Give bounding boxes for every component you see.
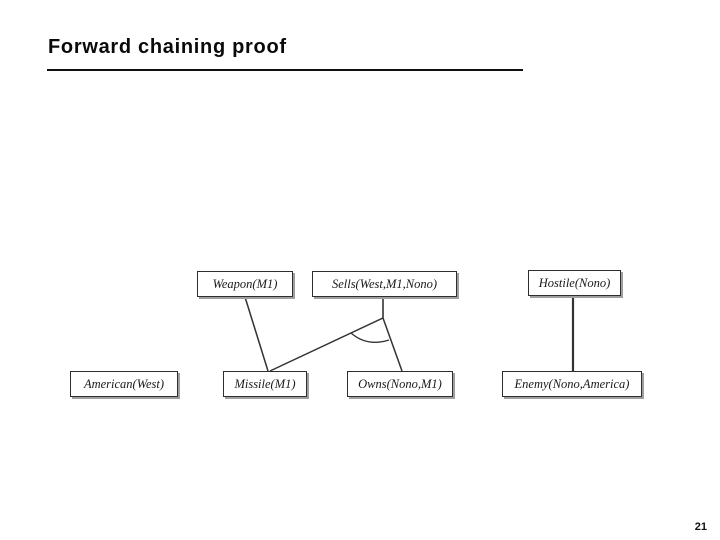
edge-sells-missile — [269, 317, 384, 372]
edge-weapon-missile — [244, 296, 269, 372]
node-american: American(West) — [70, 371, 178, 397]
edge-sells-owns — [382, 317, 403, 372]
node-hostile: Hostile(Nono) — [528, 270, 621, 296]
node-missile: Missile(M1) — [223, 371, 307, 397]
node-owns: Owns(Nono,M1) — [347, 371, 453, 397]
node-enemy: Enemy(Nono,America) — [502, 371, 642, 397]
node-sells: Sells(West,M1,Nono) — [312, 271, 457, 297]
title-underline — [47, 69, 523, 71]
and-arc — [350, 332, 390, 343]
page-title: Forward chaining proof — [48, 36, 287, 58]
node-weapon: Weapon(M1) — [197, 271, 293, 297]
page-number: 21 — [694, 521, 707, 533]
